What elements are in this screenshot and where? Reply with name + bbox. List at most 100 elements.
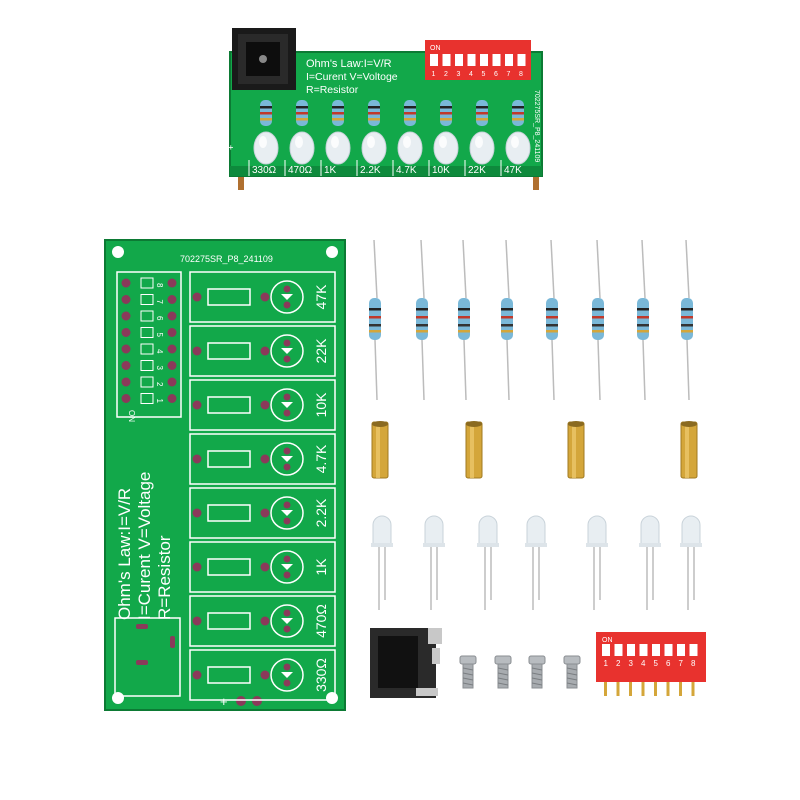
assembled-resistor-value-5: 4.7K bbox=[396, 165, 417, 176]
bare-row-5: 2.2K bbox=[189, 487, 336, 539]
assembled-pcb-board: Ohm's Law:I=V/R I=Curent V=Voltoge R=Res… bbox=[226, 28, 543, 190]
bare-row-8: 330Ω bbox=[189, 649, 336, 701]
bare-law-line3: R=Resistor bbox=[155, 535, 174, 620]
assembled-column-3: 1K bbox=[320, 100, 351, 176]
led bbox=[586, 515, 608, 610]
loose-dip-key-2[interactable] bbox=[614, 644, 623, 656]
dip-key-4[interactable] bbox=[467, 54, 476, 66]
bare-switch-number-8: 8 bbox=[155, 283, 164, 288]
brass-standoff bbox=[465, 421, 483, 479]
dip-key-number-7: 7 bbox=[507, 71, 511, 78]
mounted-led bbox=[253, 131, 279, 165]
mounted-led bbox=[433, 131, 459, 165]
bare-row-3: 10K bbox=[189, 379, 336, 431]
bare-switch-number-6: 6 bbox=[155, 316, 164, 321]
resistor-footprint bbox=[207, 288, 251, 306]
led-footprint bbox=[270, 280, 304, 314]
assembled-resistor-value-1: 330Ω bbox=[252, 165, 277, 176]
assembled-resistor-value-6: 10K bbox=[432, 165, 450, 176]
dip-key-number-4: 4 bbox=[469, 71, 473, 78]
screw bbox=[528, 655, 546, 689]
bare-switch-number-4: 4 bbox=[155, 349, 164, 354]
bare-resistor-value-3: 10K bbox=[313, 392, 329, 418]
assembled-plus-sign: + bbox=[226, 145, 236, 150]
assembled-column-4: 2.2K bbox=[356, 100, 387, 176]
mounted-led bbox=[469, 131, 495, 165]
assembled-law-line1: Ohm's Law:I=V/R bbox=[306, 58, 392, 70]
loose-dip-number-5: 5 bbox=[654, 659, 659, 668]
dip-key-8[interactable] bbox=[517, 54, 526, 66]
assembled-part-code: 702275SR_P8_241109 bbox=[533, 90, 540, 162]
loose-dip-key-6[interactable] bbox=[664, 644, 673, 656]
loose-dip-number-8: 8 bbox=[691, 659, 696, 668]
brass-standoff bbox=[371, 421, 389, 479]
assembled-switch-on-label: ON bbox=[430, 45, 441, 52]
mounted-led bbox=[325, 131, 351, 165]
loose-dip-key-7[interactable] bbox=[677, 644, 685, 656]
bare-law-line1: Ohm's Law:I=V/R bbox=[115, 488, 134, 620]
dip-key-5[interactable] bbox=[480, 54, 488, 66]
assembled-column-1: 330Ω bbox=[248, 100, 279, 176]
bare-switch-on-label: ON bbox=[127, 410, 136, 422]
bare-plus-sign: + bbox=[220, 694, 228, 709]
loose-dip-key-3[interactable] bbox=[627, 644, 635, 656]
bare-row-7: 470Ω bbox=[189, 595, 336, 647]
dip-key-2[interactable] bbox=[442, 54, 451, 66]
assembled-resistor-value-3: 1K bbox=[324, 165, 337, 176]
resistor bbox=[637, 239, 649, 401]
led-footprint bbox=[270, 658, 304, 692]
screw bbox=[563, 655, 581, 689]
bare-switch-number-7: 7 bbox=[155, 300, 164, 305]
loose-dip-number-1: 1 bbox=[604, 659, 609, 668]
dc-jack-loose bbox=[370, 628, 442, 698]
dip-key-7[interactable] bbox=[505, 54, 513, 66]
loose-dip-number-4: 4 bbox=[641, 659, 646, 668]
led bbox=[525, 515, 547, 610]
bare-part-code: 702275SR_P8_241109 bbox=[180, 254, 273, 264]
mounted-led bbox=[289, 131, 315, 165]
loose-dip-key-4[interactable] bbox=[639, 644, 648, 656]
resistor-footprint bbox=[207, 342, 251, 360]
resistor-footprint bbox=[207, 504, 251, 522]
assembled-column-8: 47K bbox=[500, 100, 531, 176]
assembled-column-2: 470Ω bbox=[284, 100, 315, 176]
bare-resistor-value-1: 47K bbox=[313, 284, 329, 310]
loose-dip-number-6: 6 bbox=[666, 659, 671, 668]
dip-key-number-6: 6 bbox=[494, 71, 498, 78]
dip-key-number-2: 2 bbox=[444, 71, 448, 78]
dip-key-6[interactable] bbox=[492, 54, 501, 66]
bare-row-4: 4.7K bbox=[189, 433, 336, 485]
resistor-footprint bbox=[207, 450, 251, 468]
dip-key-1[interactable] bbox=[430, 54, 438, 66]
assembled-resistor-value-2: 470Ω bbox=[288, 165, 313, 176]
led-set bbox=[371, 515, 702, 610]
dip-key-number-3: 3 bbox=[457, 71, 461, 78]
led-footprint bbox=[270, 604, 304, 638]
screw bbox=[459, 655, 477, 689]
dip-key-3[interactable] bbox=[455, 54, 463, 66]
loose-switch-on-label: ON bbox=[602, 637, 613, 644]
bare-resistor-value-8: 330Ω bbox=[313, 658, 329, 692]
dc-jack-mounted bbox=[232, 28, 296, 90]
loose-dip-number-3: 3 bbox=[629, 659, 634, 668]
loose-dip-key-5[interactable] bbox=[652, 644, 660, 656]
bare-resistor-value-6: 1K bbox=[313, 558, 329, 576]
led bbox=[680, 515, 702, 610]
led-footprint bbox=[270, 334, 304, 368]
resistor-footprint bbox=[207, 396, 251, 414]
assembled-column-7: 22K bbox=[464, 100, 495, 176]
loose-dip-key-8[interactable] bbox=[689, 644, 698, 656]
loose-dip-number-7: 7 bbox=[679, 659, 684, 668]
mounted-led bbox=[397, 131, 423, 165]
mounted-led bbox=[361, 131, 387, 165]
loose-dip-key-1[interactable] bbox=[602, 644, 610, 656]
bare-resistor-value-5: 2.2K bbox=[313, 498, 329, 527]
bare-switch-number-1: 1 bbox=[155, 399, 164, 404]
led bbox=[477, 515, 499, 610]
bare-switch-number-3: 3 bbox=[155, 366, 164, 371]
led-footprint bbox=[270, 496, 304, 530]
